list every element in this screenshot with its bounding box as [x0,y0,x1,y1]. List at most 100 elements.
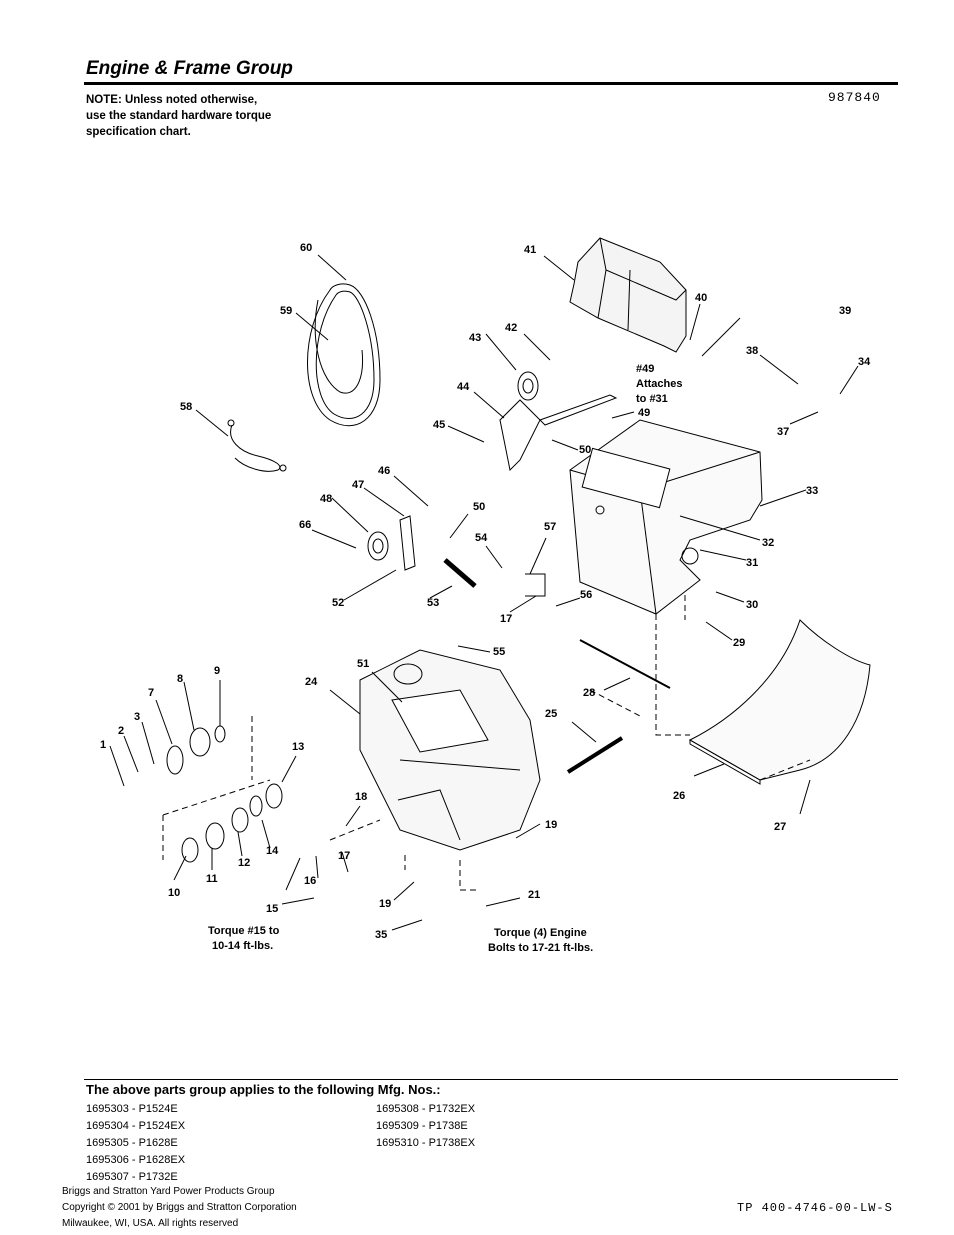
frame-drawing [569,419,763,615]
callout-label: 59 [280,305,292,317]
torque-engine-note-line1: Torque (4) Engine [494,927,587,939]
callout-label: 21 [528,889,540,901]
callout-label: 49 [638,407,650,419]
callout-label: 33 [806,485,818,497]
callout-label: 34 [858,356,871,368]
attach-note-line2: Attaches [636,378,682,390]
callout-label: 15 [266,903,278,915]
callout-label: 1 [100,739,106,751]
callout-label: 19 [545,819,557,831]
torque-engine-note-line2: Bolts to 17-21 ft-lbs. [488,942,593,954]
callout-label: 3 [134,711,140,723]
diagram-artwork [109,237,871,931]
callout-label: 14 [266,845,279,857]
callout-label: 45 [433,419,445,431]
callout-label: 35 [375,929,387,941]
callout-label: 17 [338,850,350,862]
callout-label: 2 [118,725,124,737]
callout-label: 19 [379,898,391,910]
u-bolt-57-drawing [525,573,546,597]
cable-drawing [227,419,287,472]
callout-label: 24 [305,676,318,688]
callout-label: 41 [524,244,536,256]
callout-label: 43 [469,332,481,344]
mfg-item: 1695310 - P1738EX [376,1137,476,1149]
callout-label: 17 [500,613,512,625]
copyright-line-2: Copyright © 2001 by Briggs and Stratton … [62,1202,297,1213]
callout-label: 52 [332,597,344,609]
torque15-note-line2: 10-14 ft-lbs. [212,940,273,952]
belt-cover-drawing [569,237,687,353]
callout-label: 8 [177,673,183,685]
callout-label: 31 [746,557,758,569]
note-line-2: use the standard hardware torque [86,110,272,122]
callout-label: 25 [545,708,557,720]
callout-label: 50 [473,501,485,513]
copyright-line-1: Briggs and Stratton Yard Power Products … [62,1186,275,1197]
callout-label: 29 [733,637,745,649]
callout-label: 16 [304,875,316,887]
callout-label: 50 [579,444,591,456]
callout-label: 54 [475,532,488,544]
callout-label: 27 [774,821,786,833]
callout-label: 38 [746,345,758,357]
title-rule [84,82,898,85]
chute-drawing [688,619,871,785]
callout-label: 7 [148,687,154,699]
mfg-item: 1695309 - P1738E [376,1120,468,1132]
mfg-list-column-2: 1695308 - P1732EX 1695309 - P1738E 16953… [376,1101,475,1152]
callout-label: 55 [493,646,505,658]
attach-note-line1: #49 [636,363,654,375]
callout-labels: 1237891011121314151617171819192124252627… [100,242,871,941]
callout-label: 26 [673,790,685,802]
drive-belt-drawing [307,283,381,427]
callout-label: 46 [378,465,390,477]
callout-label: 40 [695,292,707,304]
idler-arm-drawing [499,399,541,472]
diagram-notes: #49 Attaches to #31 Torque #15 to 10-14 … [208,363,682,954]
callout-label: 66 [299,519,311,531]
callout-label: 30 [746,599,758,611]
callout-label: 11 [206,873,218,885]
mfg-item: 1695304 - P1524EX [86,1120,186,1132]
mfg-item: 1695303 - P1524E [86,1103,178,1115]
callout-label: 18 [355,791,367,803]
callout-label: 37 [777,426,789,438]
callout-label: 28 [583,687,595,699]
torque15-note-line1: Torque #15 to [208,925,280,937]
callout-label: 32 [762,537,774,549]
applies-heading: The above parts group applies to the fol… [86,1082,441,1097]
mfg-item: 1695308 - P1732EX [376,1103,476,1115]
bar-28-drawing [579,639,671,689]
callout-label: 44 [457,381,470,393]
shaft-25-drawing [566,736,624,774]
copyright-line-3: Milwaukee, WI, USA. All rights reserved [62,1218,239,1229]
callout-label: 57 [544,521,556,533]
callout-label: 58 [180,401,192,413]
callout-label: 42 [505,322,517,334]
pulley-drawing [367,371,539,561]
spring-53-drawing [443,558,477,588]
document-number: 987840 [828,90,881,105]
note-line-1: NOTE: Unless noted otherwise, [86,94,258,106]
mfg-item: 1695307 - P1732E [86,1171,178,1183]
copyright-block: Briggs and Stratton Yard Power Products … [62,1184,297,1232]
mfg-item: 1695306 - P1628EX [86,1154,186,1166]
callout-label: 53 [427,597,439,609]
callout-label: 60 [300,242,312,254]
dashed-connectors [162,595,811,891]
mfg-item: 1695305 - P1628E [86,1137,178,1149]
callout-label: 9 [214,665,220,677]
engine-drawing [359,649,541,851]
callout-label: 51 [357,658,369,670]
page-title: Engine & Frame Group [86,58,293,79]
crankshaft-parts-drawing [166,725,283,863]
callout-label: 10 [168,887,180,899]
callout-label: 39 [839,305,851,317]
callout-label: 48 [320,493,332,505]
tp-number: TP 400-4746-00-LW-S [737,1201,893,1215]
bracket-52-drawing [399,515,416,571]
torque-note: NOTE: Unless noted otherwise, use the st… [86,92,271,140]
note-line-3: specification chart. [86,126,191,138]
